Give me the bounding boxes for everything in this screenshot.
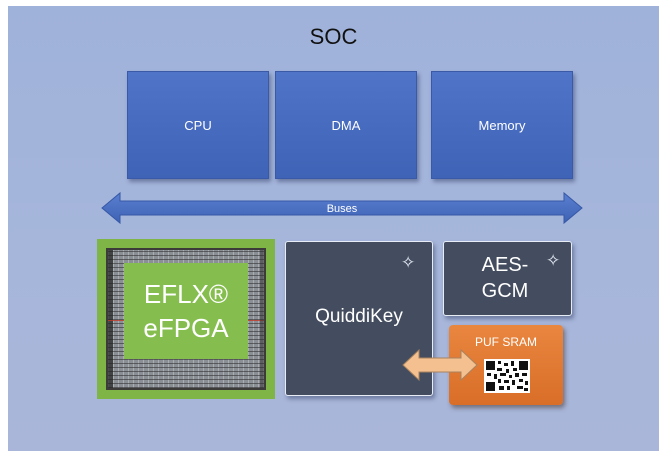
- quiddikey-label: QuiddiKey: [315, 306, 403, 327]
- aes-label-line1: AES-: [481, 254, 529, 276]
- bus-label: Buses: [327, 203, 358, 215]
- efpga-label: EFLX® eFPGA: [124, 263, 248, 359]
- sparkle-icon: ✧: [546, 251, 561, 270]
- memory-block: Memory: [431, 71, 573, 179]
- sparkle-icon: ✧: [401, 253, 416, 272]
- cpu-label: CPU: [184, 117, 212, 133]
- puf-connection-arrow: [402, 348, 478, 382]
- bus-arrow: Buses: [101, 191, 583, 225]
- soc-title: SOC: [309, 24, 358, 49]
- qr-code-icon: [484, 359, 530, 393]
- puf-sram-label: PUF SRAM: [474, 335, 537, 349]
- dma-block: DMA: [275, 71, 417, 179]
- aes-gcm-block: AES- GCM ✧: [443, 241, 572, 316]
- memory-label: Memory: [478, 117, 526, 133]
- soc-panel: SOC CPU DMA Memory Buses: [8, 6, 659, 451]
- dma-label: DMA: [331, 117, 361, 133]
- cpu-block: CPU: [127, 71, 269, 179]
- aes-label-line2: GCM: [481, 280, 529, 302]
- efpga-type: eFPGA: [143, 313, 229, 343]
- efpga-block: EFLX® eFPGA: [97, 239, 275, 399]
- aes-gcm-label: AES- GCM: [470, 252, 540, 304]
- efpga-brand: EFLX®: [143, 279, 229, 309]
- puf-sram-block: PUF SRAM: [449, 325, 563, 405]
